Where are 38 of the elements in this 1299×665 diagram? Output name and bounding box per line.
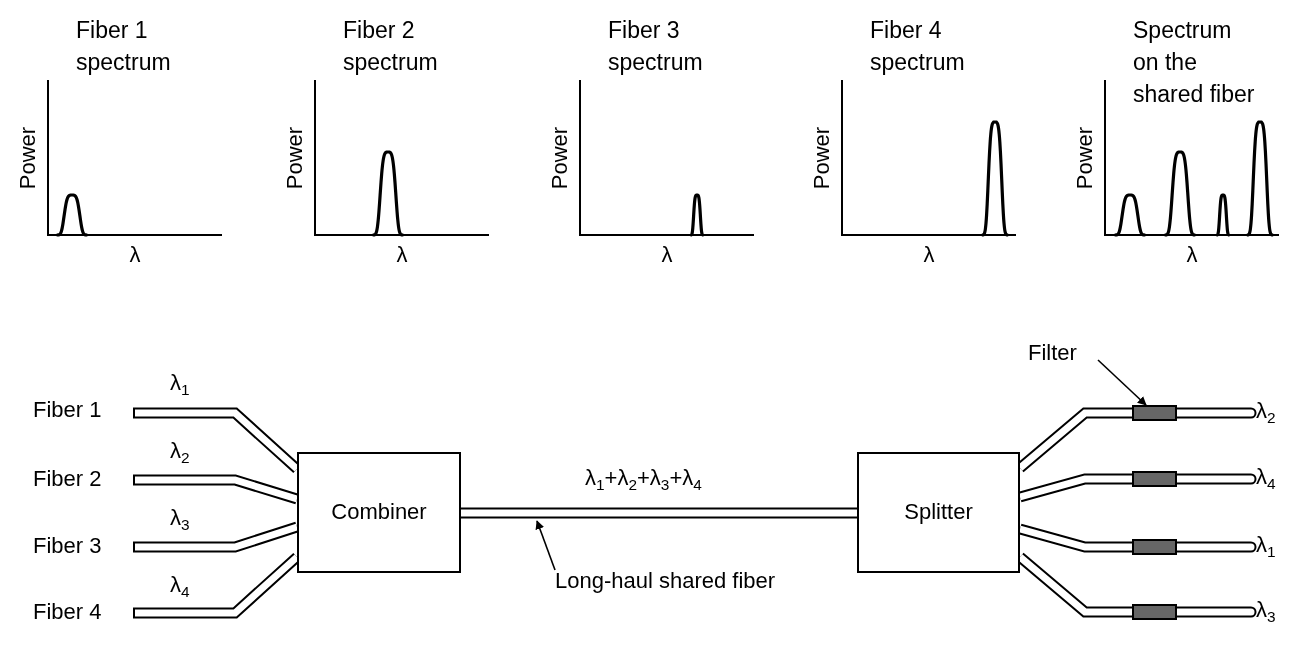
box-label: Splitter <box>904 499 973 526</box>
chart-title: Fiber 4 spectrum <box>870 16 966 77</box>
filter-block <box>1132 539 1177 555</box>
wavelength-label: λ$_{4}$ <box>1256 464 1296 496</box>
fiber-label: Fiber 4 <box>33 599 133 627</box>
callout-label: Filter <box>1028 340 1098 368</box>
fiber-cable <box>133 474 299 505</box>
wavelength-label: λ$_{3}$ <box>1256 597 1296 629</box>
axis-label: λ <box>129 241 141 269</box>
axis-label: Power <box>281 126 308 190</box>
chart-title: Spectrum on the shared fiber <box>1133 16 1256 109</box>
axis-label: λ <box>396 241 408 269</box>
fiber-label: Fiber 2 <box>33 466 133 494</box>
axis-label: Power <box>546 126 573 190</box>
fiber-cable <box>133 521 299 553</box>
fiber-cable <box>461 507 857 519</box>
splitter-box <box>857 452 1020 573</box>
chart-title: Fiber 1 spectrum <box>76 16 172 77</box>
fiber-label: Fiber 1 <box>33 397 133 425</box>
combiner-box <box>297 452 461 573</box>
chart-title: Fiber 3 spectrum <box>608 16 704 77</box>
chart-title: Fiber 2 spectrum <box>343 16 439 77</box>
callout-label: Long-haul shared fiber <box>555 568 845 596</box>
filter-block <box>1132 405 1177 421</box>
leader-line <box>1097 359 1147 406</box>
wavelength-label: λ$_{2}$ <box>1256 398 1296 430</box>
filter-block <box>1132 604 1177 620</box>
axis-label: λ <box>661 241 673 269</box>
wavelength-label: λ$_{1}$ <box>1256 532 1296 564</box>
axis-label: Power <box>1071 126 1098 190</box>
filter-block <box>1132 471 1177 487</box>
axis-label: Power <box>808 126 835 190</box>
axis-label: λ <box>923 241 935 269</box>
axis-label: Power <box>14 126 41 190</box>
fiber-label: Fiber 3 <box>33 533 133 561</box>
axis-label: λ <box>1186 241 1198 269</box>
box-label: Combiner <box>331 499 427 526</box>
leader-line <box>535 520 556 571</box>
